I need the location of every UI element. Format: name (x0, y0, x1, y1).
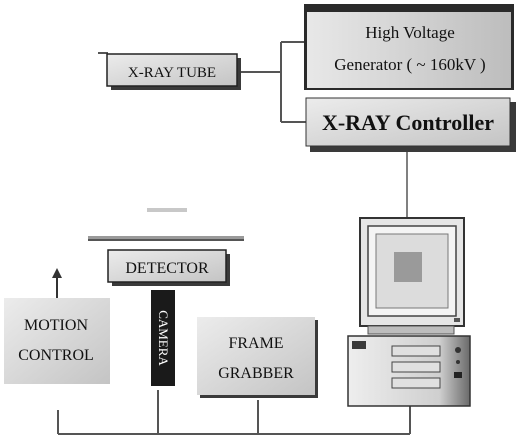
camera-box: CAMERA (151, 290, 175, 386)
detector-plate (88, 236, 244, 241)
xray-controller-label: X-RAY Controller (322, 110, 494, 135)
xray-tube-label: X-RAY TUBE (128, 65, 216, 81)
frame-grabber-label-line2: GRABBER (218, 365, 294, 382)
motion-control-label-line2: CONTROL (18, 347, 94, 364)
computer-monitor-icon (360, 218, 464, 334)
detector-box: DETECTOR (108, 250, 230, 286)
xray-tube-box: X-RAY TUBE (107, 54, 241, 90)
computer-tower-icon (348, 336, 470, 406)
up-arrow-icon (52, 268, 62, 300)
sample-object (147, 208, 187, 212)
frame-grabber-label-line1: FRAME (228, 335, 283, 352)
xray-controller-box: X-RAY Controller (306, 98, 516, 152)
generator-label-line1: High Voltage (365, 23, 455, 42)
generator-box: High Voltage Generator ( ~ 160kV ) (304, 4, 514, 90)
generator-label-line2: Generator ( ~ 160kV ) (334, 55, 485, 74)
camera-label: CAMERA (156, 310, 171, 366)
motion-control-box: MOTION CONTROL (4, 298, 110, 384)
motion-control-label-line1: MOTION (24, 317, 88, 334)
frame-grabber-box: FRAME GRABBER (197, 317, 318, 398)
detector-label: DETECTOR (125, 260, 209, 277)
